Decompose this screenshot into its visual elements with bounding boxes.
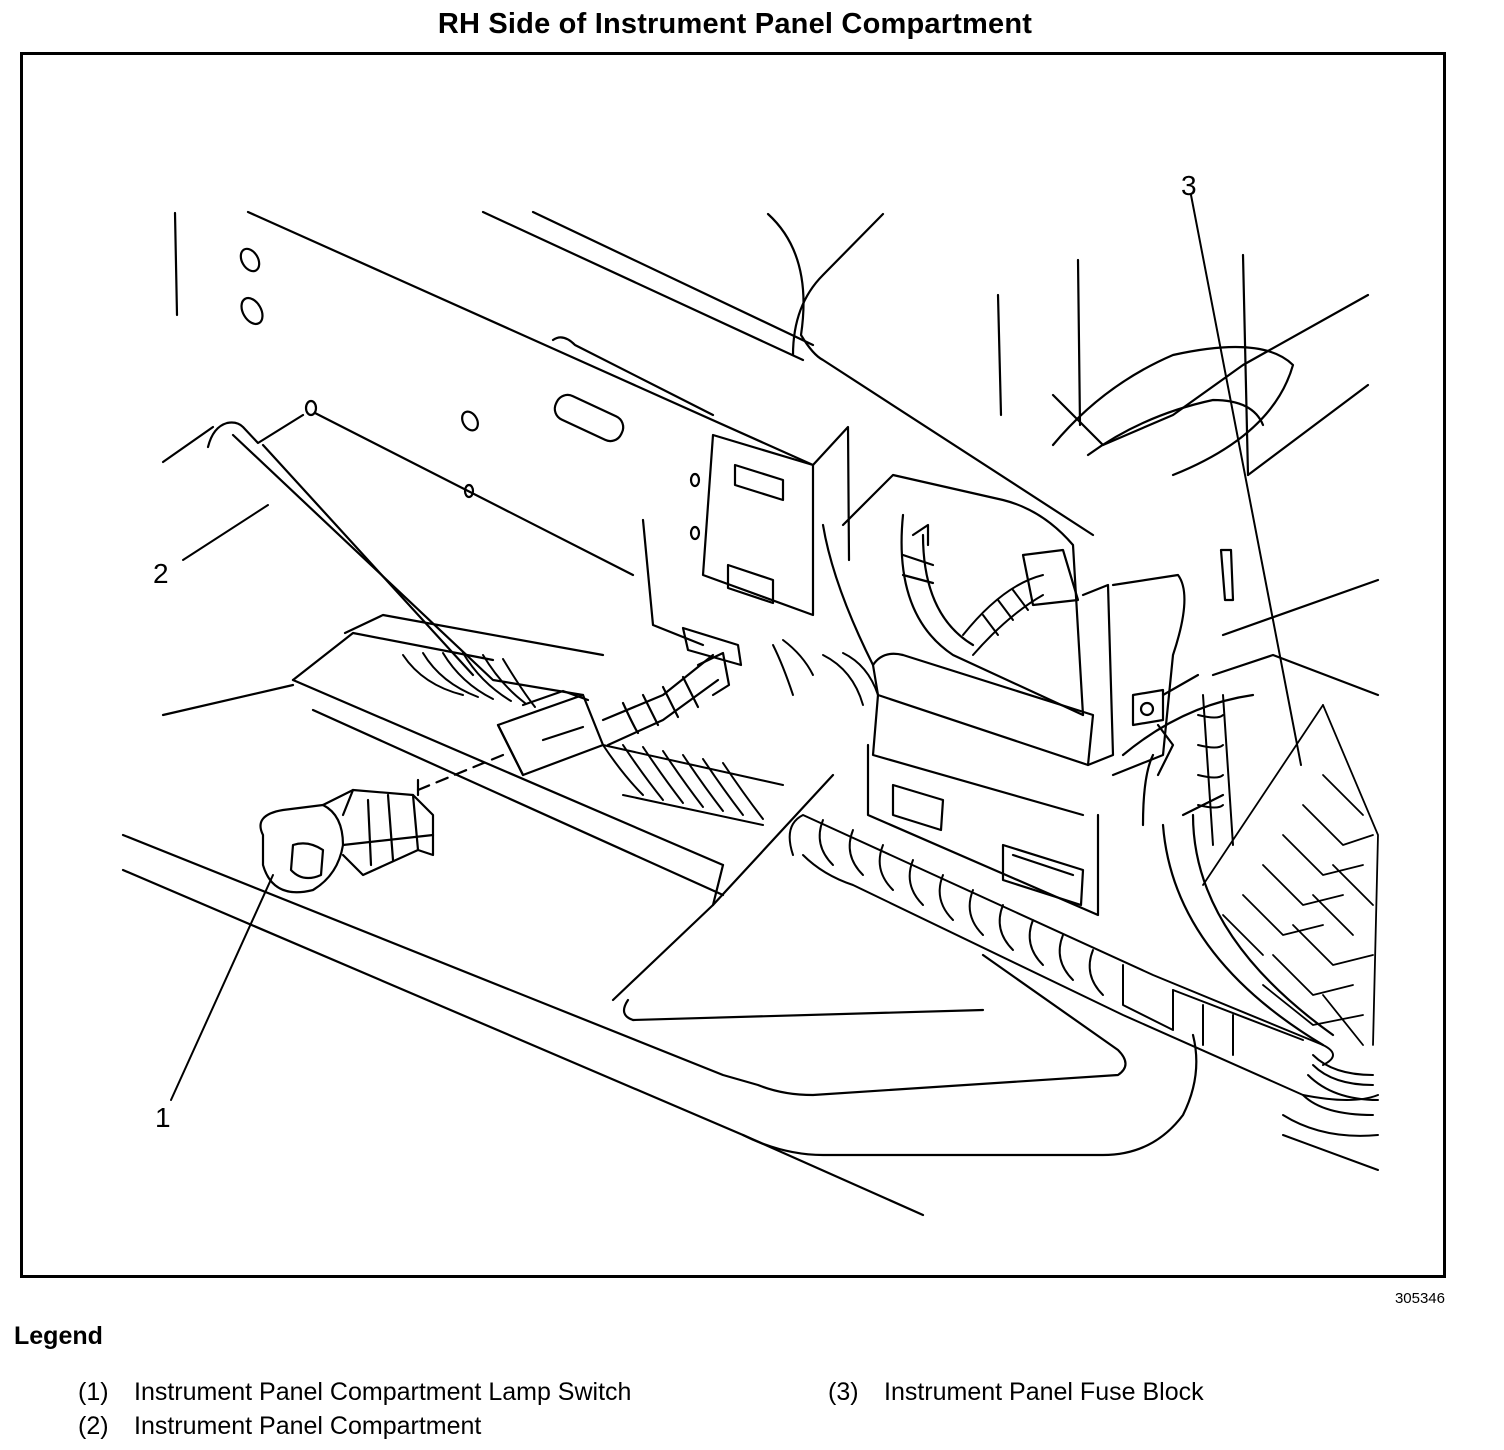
harness-connector: [496, 651, 731, 777]
diagram-frame: 1 2 3: [20, 52, 1446, 1278]
legend-item-label: Instrument Panel Compartment Lamp Switch: [134, 1378, 632, 1406]
wire-harness: [402, 574, 1379, 1171]
latch-plate: [681, 425, 851, 667]
leader-line-2: [182, 504, 269, 561]
legend-item-label: Instrument Panel Fuse Block: [884, 1378, 1204, 1406]
legend-item-label: Instrument Panel Compartment: [134, 1412, 482, 1440]
legend-item-number: (1): [78, 1378, 109, 1406]
upper-duct-structure: [766, 212, 1380, 757]
leader-lines: [170, 194, 1302, 1101]
figure-id: 305346: [1394, 1290, 1445, 1307]
callout-1: 1: [155, 1102, 171, 1133]
alignment-dashed-line: [416, 753, 505, 792]
legend-item-1: (1) Instrument Panel Compartment Lamp Swi…: [78, 1378, 631, 1407]
callout-2: 2: [153, 558, 169, 589]
fuse-grid: [1202, 704, 1379, 1046]
legend-item-number: (2): [78, 1412, 109, 1440]
legend-title: Legend: [14, 1322, 103, 1350]
diagram-title: RH Side of Instrument Panel Compartment: [437, 8, 1033, 40]
callout-3: 3: [1181, 170, 1197, 201]
legend-item-number: (3): [828, 1378, 859, 1406]
lamp-switch: [259, 778, 435, 894]
compartment-body: [121, 613, 1198, 1217]
line-drawing: 1 2 3: [121, 170, 1380, 1217]
legend-item-2: (2) Instrument Panel Compartment: [78, 1412, 481, 1441]
leader-line-3: [1190, 194, 1302, 766]
fuse-block-area: [821, 473, 1335, 1047]
legend-item-3: (3) Instrument Panel Fuse Block: [828, 1378, 1204, 1407]
leader-line-1: [170, 874, 274, 1101]
dash-panel-lines: [161, 210, 815, 697]
